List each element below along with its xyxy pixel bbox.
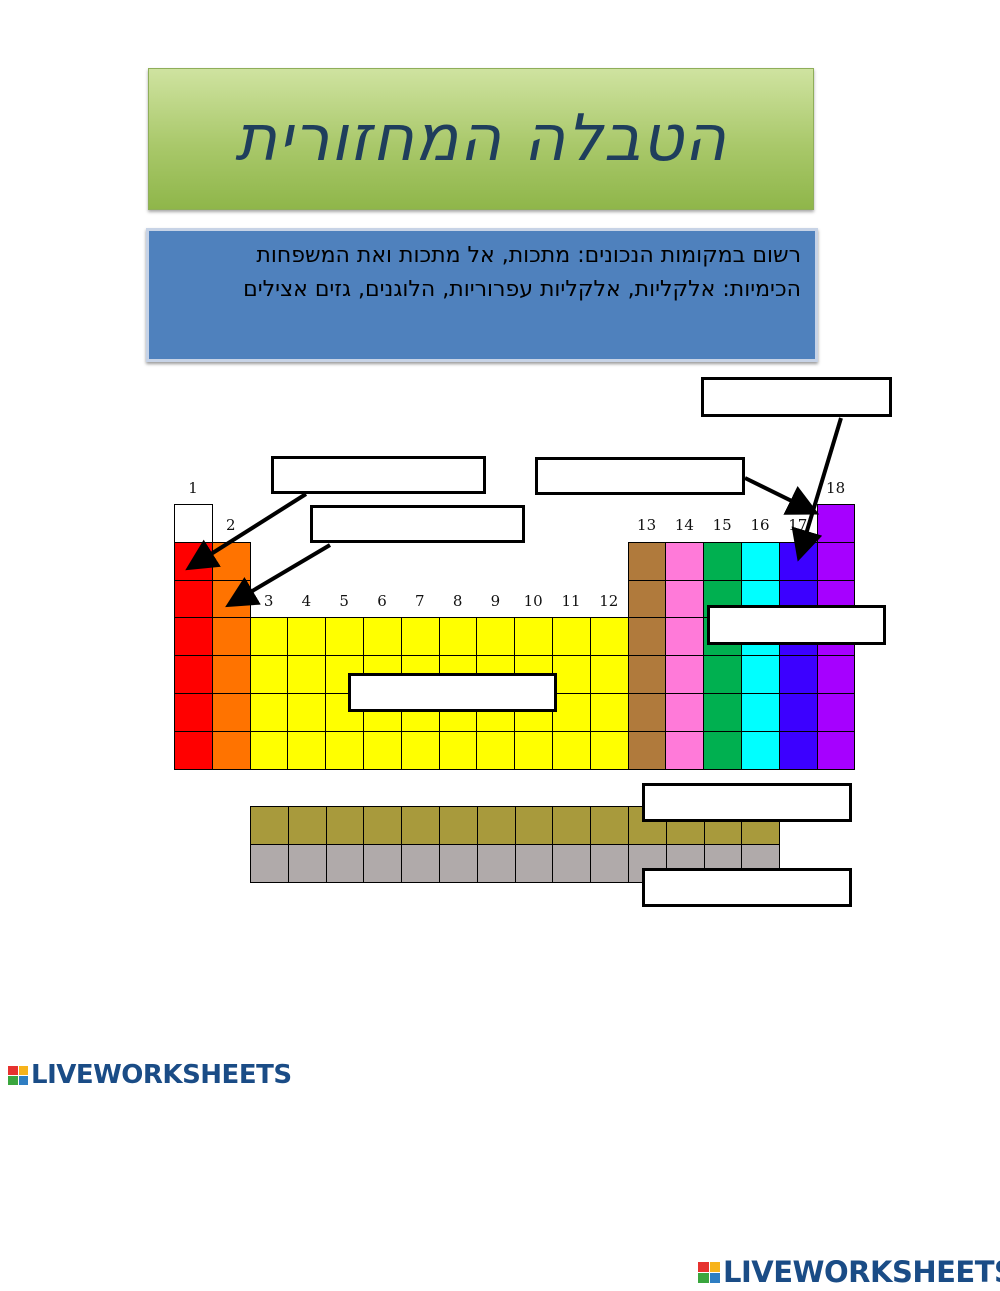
- element-cell: [211, 617, 251, 657]
- group-label: 7: [415, 592, 425, 610]
- element-cell: [174, 730, 213, 770]
- element-cell: [703, 541, 742, 581]
- element-cell: [703, 730, 742, 770]
- group-label: 4: [301, 592, 312, 610]
- answer-box-halogens[interactable]: [535, 457, 745, 495]
- group-label: 6: [377, 592, 387, 610]
- element-cell: [400, 617, 440, 657]
- element-cell: [816, 504, 856, 543]
- group-label: 8: [452, 592, 463, 610]
- actinide-cell: [287, 843, 327, 883]
- answer-box-alkaline-earth[interactable]: [310, 505, 525, 543]
- element-cell: [514, 730, 553, 770]
- element-cell: [174, 693, 213, 732]
- group-label: 12: [599, 592, 619, 610]
- group-label: 1: [188, 479, 198, 497]
- element-cell: [741, 541, 780, 581]
- actinide-cell: [514, 843, 554, 883]
- group-label: 3: [263, 592, 274, 610]
- element-cell: [249, 693, 289, 732]
- element-cell: [703, 655, 742, 694]
- arrow-noble-gases: [791, 417, 843, 562]
- arrow-halogens: [744, 476, 820, 515]
- actinide-cell: [250, 843, 289, 883]
- element-cell: [741, 730, 780, 770]
- group-label: 5: [339, 592, 349, 610]
- element-cell: [325, 617, 364, 657]
- title-banner: הטבלה המחזורית: [148, 68, 814, 210]
- actinide-cell: [363, 843, 403, 883]
- logo-icon: [698, 1261, 720, 1283]
- group-label: 11: [561, 592, 581, 610]
- answer-box-actinides[interactable]: [642, 868, 852, 907]
- element-cell: [741, 693, 780, 732]
- logo-text: LIVEWORKSHEETS: [723, 1255, 1000, 1289]
- element-cell: [778, 730, 818, 770]
- element-cell: [325, 730, 364, 770]
- lanthanide-cell: [401, 806, 440, 845]
- answer-box-lanthanides[interactable]: [642, 783, 852, 822]
- instructions-text: רשום במקומות הנכונים: מתכות, אל מתכות וא…: [243, 243, 801, 302]
- element-cell: [627, 730, 667, 770]
- actinide-cell: [476, 843, 516, 883]
- arrow-alkaline-earth: [225, 543, 332, 608]
- group-label: 2: [226, 516, 236, 534]
- lanthanide-cell: [590, 806, 629, 845]
- group-label: 18: [826, 479, 846, 497]
- page-title: הטבלה המחזורית: [234, 102, 728, 176]
- lanthanide-cell: [325, 806, 365, 845]
- actinide-cell: [401, 843, 440, 883]
- logo-text: LIVEWORKSHEETS: [31, 1060, 292, 1090]
- element-cell: [816, 693, 856, 732]
- element-cell: [627, 655, 667, 694]
- arrow-alkali: [185, 492, 308, 571]
- group-label: 9: [490, 592, 501, 610]
- element-cell: [438, 730, 478, 770]
- element-cell: [552, 730, 591, 770]
- element-cell: [665, 655, 705, 694]
- logo-liveworksheets: LIVEWORKSHEETS: [8, 1060, 292, 1090]
- group-label: 15: [712, 516, 732, 534]
- logo-icon: [8, 1065, 28, 1085]
- logo-liveworksheets-bottom: LIVEWORKSHEETS: [698, 1255, 1000, 1289]
- answer-box-alkali[interactable]: [271, 456, 486, 494]
- element-cell: [249, 730, 289, 770]
- group-label: 16: [750, 516, 770, 534]
- group-label: 14: [674, 516, 694, 534]
- answer-box-metals[interactable]: [348, 673, 557, 712]
- instructions-box: רשום במקומות הנכונים: מתכות, אל מתכות וא…: [146, 228, 818, 362]
- element-cell: [816, 730, 856, 770]
- answer-box-nonmetals[interactable]: [707, 605, 886, 645]
- actinide-cell: [439, 843, 478, 883]
- element-cell: [400, 730, 440, 770]
- answer-box-top-right[interactable]: [701, 377, 892, 417]
- group-label: 10: [523, 592, 543, 610]
- group-label: 13: [637, 516, 657, 534]
- element-cell: [589, 693, 629, 732]
- lanthanide-cell: [250, 806, 289, 845]
